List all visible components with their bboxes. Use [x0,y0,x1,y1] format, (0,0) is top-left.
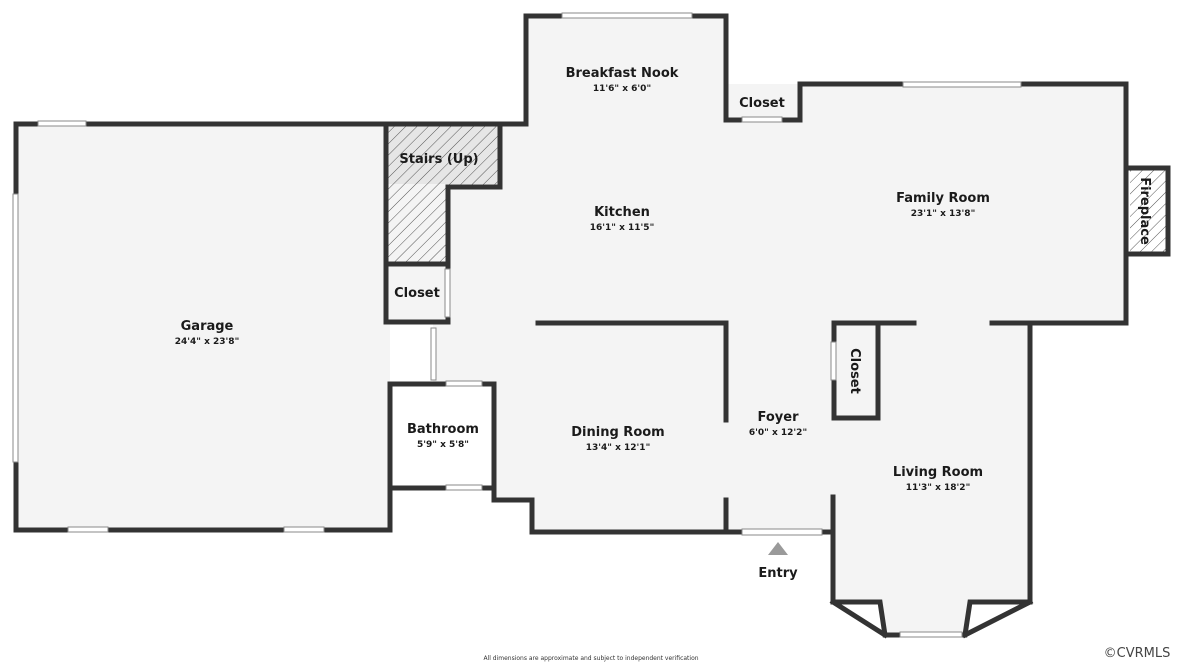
closet-top-label: Closet [739,96,785,111]
living-room-dim: 11'3" x 18'2" [906,483,971,493]
dining-top-wall [535,320,729,423]
dining-room-dim: 13'4" x 12'1" [586,443,651,453]
windows [12,12,1022,638]
kitchen-label: Kitchen [594,205,650,220]
foyer-dim: 6'0" x 12'2" [749,428,807,438]
bathroom-label: Bathroom [407,422,479,437]
window [37,120,87,127]
closet-foyer-label: Closet [847,348,862,394]
bay-left-wall [829,598,889,639]
entry-label: Entry [758,566,798,581]
foyer-label: Foyer [758,410,800,425]
dining-room-label: Dining Room [571,425,664,440]
living-room-label: Living Room [893,465,983,480]
window [902,81,1022,88]
breakfast-nook-dim: 11'6" x 6'0" [593,84,651,94]
stairs-label: Stairs (Up) [399,152,478,167]
copyright-mark: ©CVRMLS [1104,646,1171,661]
window [899,631,963,638]
entry-arrow-icon [768,542,788,555]
window [67,526,109,533]
kitchen-dim: 16'1" x 11'5" [590,223,655,233]
garage-label: Garage [181,319,234,334]
entry-door [741,528,823,536]
house-floor [386,16,1126,635]
fireplace-hatch [1130,168,1168,254]
window [830,341,837,381]
dimensions-footnote: All dimensions are approximate and subje… [483,655,698,662]
family-room-dim: 23'1" x 13'8" [911,209,976,219]
family-room-label: Family Room [896,191,990,206]
bay-right-wall [961,598,1034,639]
fireplace-label: Fireplace [1137,177,1152,245]
closet-left-label: Closet [394,286,440,301]
foyer-closet-wall [831,320,917,421]
left-closet-wall [383,121,451,325]
window [283,526,325,533]
fireplace-wall [1123,165,1171,257]
window [741,116,783,123]
window [12,193,19,463]
window [561,12,693,19]
window [444,268,451,318]
window [445,380,483,387]
breakfast-nook-label: Breakfast Nook [566,66,679,81]
stairs-wall [445,123,503,325]
bathroom-dim: 5'9" x 5'8" [417,440,469,450]
garage-floor [16,124,390,530]
garage-dim: 24'4" x 23'8" [175,337,240,347]
window [430,327,437,381]
window [445,484,483,491]
